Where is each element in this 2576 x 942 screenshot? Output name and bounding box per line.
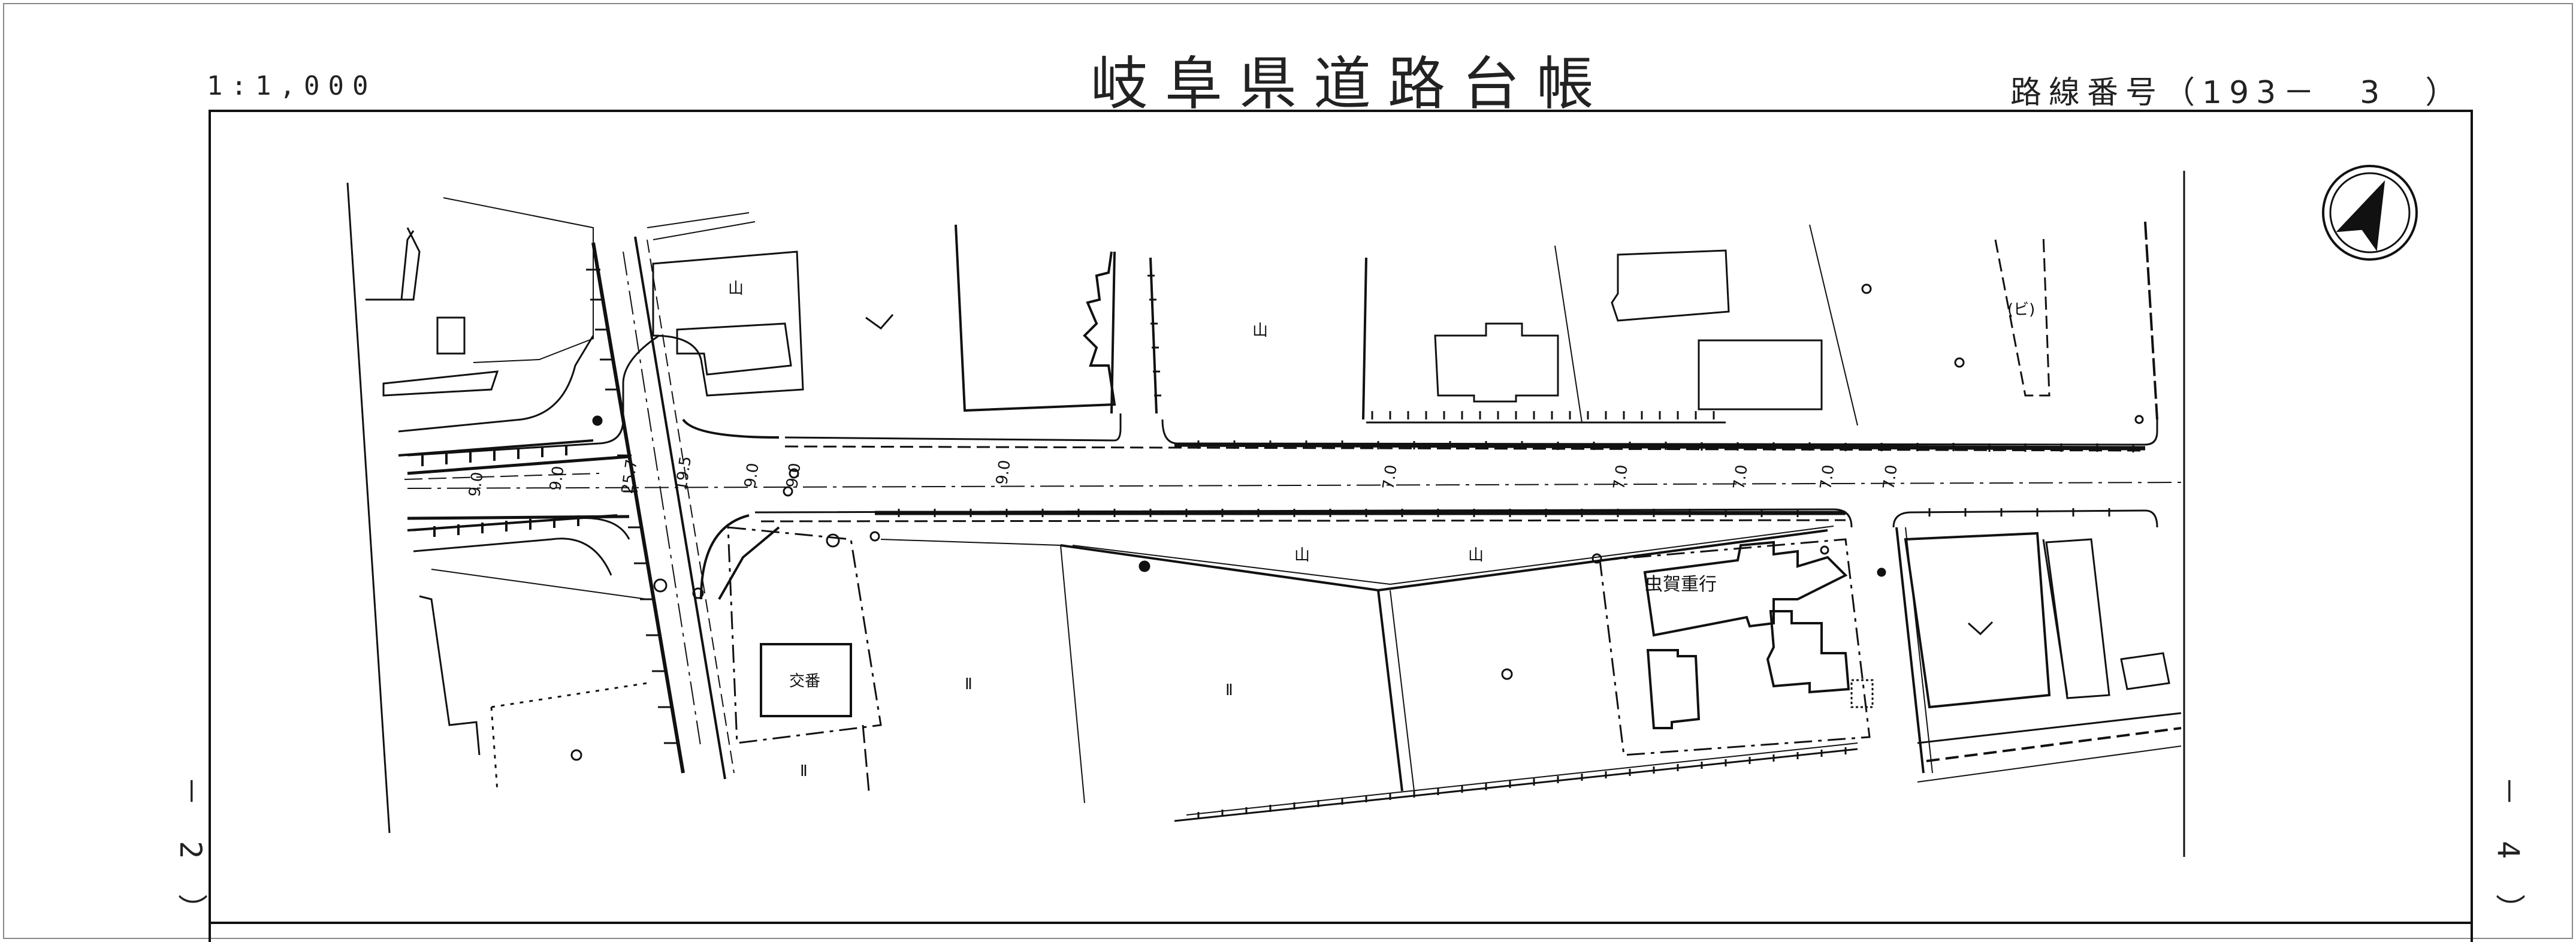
left-road <box>398 335 618 576</box>
width-label: 25.7 <box>618 458 641 495</box>
outer-border <box>3 3 2573 939</box>
land-use-symbols: 山 山 山 山 Ⅱ Ⅱ Ⅱ <box>728 280 1484 780</box>
width-label: 9.0 <box>741 462 762 489</box>
width-label: 7.0 <box>1379 464 1400 491</box>
building-labels: 交番 虫賀重行 (ビ) <box>789 301 2035 690</box>
map-frame <box>209 110 2473 942</box>
main-road <box>407 334 2182 540</box>
land-use-symbol: 山 <box>1294 547 1310 564</box>
land-use-symbol: Ⅱ <box>800 762 808 780</box>
width-label: 7.0 <box>1817 464 1838 491</box>
width-label: 9.0 <box>783 462 804 489</box>
land-use-symbol: 山 <box>728 280 744 298</box>
width-label: 7.0 <box>1730 464 1751 491</box>
owner-label: 虫賀重行 <box>1645 574 1717 595</box>
land-use-symbol: Ⅱ <box>965 675 973 693</box>
land-use-symbol: Ⅱ <box>1225 681 1233 699</box>
curb-ticks-cross <box>586 268 678 744</box>
land-use-symbol: 山 <box>1468 547 1484 564</box>
curb-ticks-north <box>1197 440 2134 452</box>
route-number: 路線番号（193－ 3 ） <box>2010 75 2464 111</box>
width-label: 9.0 <box>466 471 487 498</box>
building-type-label: (ビ) <box>2007 301 2035 319</box>
parcels-north <box>346 171 2185 857</box>
cross-road <box>591 236 735 780</box>
land-use-symbol: 山 <box>1252 322 1268 340</box>
page-title: 岐阜県道路台帳 <box>1091 50 1611 117</box>
police-box-label: 交番 <box>789 672 820 690</box>
parcels-south <box>419 526 2182 822</box>
width-label: 19.5 <box>672 455 695 492</box>
width-labels: 9.0 9.0 25.7 19.5 9.0 9.0 9.0 7.0 7.0 7.… <box>466 455 1901 498</box>
map-scale: 1:1,000 <box>207 71 377 101</box>
width-label: 9.0 <box>993 459 1014 486</box>
curb-ticks-south <box>898 508 2110 517</box>
utility-symbols <box>570 283 2144 761</box>
sheet-ref-right: － 4 ） <box>2491 776 2526 932</box>
right-corner-curbs <box>682 418 780 600</box>
width-label: 7.0 <box>1880 464 1901 491</box>
width-label: 9.0 <box>546 465 567 492</box>
north-arrow-icon <box>2322 165 2418 261</box>
width-label: 7.0 <box>1610 464 1631 491</box>
sheet-ref-left: － 2 ） <box>173 776 208 932</box>
field-marks <box>865 314 1994 636</box>
